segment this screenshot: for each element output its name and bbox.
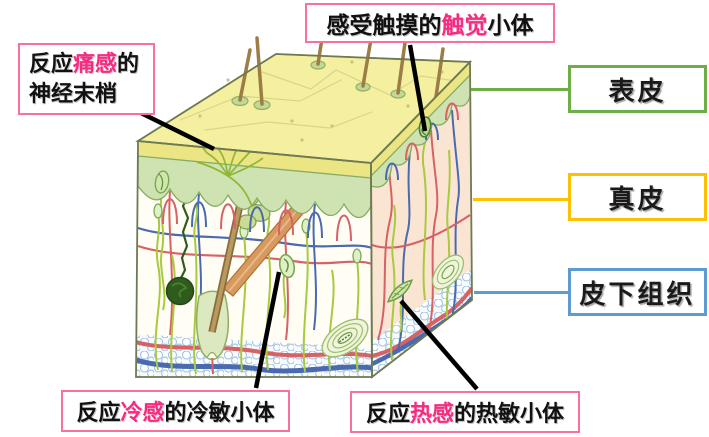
leader-line-cold <box>253 271 282 389</box>
layer-subcutaneous-label: 皮下组织 <box>579 279 696 309</box>
cold-receptor <box>278 253 296 279</box>
callout-touch-receptor: 感受触摸的触觉小体 <box>305 3 555 43</box>
connector-dermis <box>473 198 568 201</box>
callout-pain-nerve: 反应痛感的 神经末梢 <box>18 43 155 115</box>
vessels-right <box>371 109 472 367</box>
epidermis-lower-front <box>137 155 372 219</box>
layer-box-epidermis: 表皮 <box>568 65 707 113</box>
pacinian-corpuscle <box>321 318 369 358</box>
leaf-receptor-left <box>154 170 170 194</box>
skin-pores <box>198 60 444 142</box>
callout-cold-receptor: 反应冷感的冷敏小体 <box>61 390 290 432</box>
layer-box-subcutaneous: 皮下组织 <box>568 268 707 316</box>
layer-dermis-label: 真皮 <box>608 184 667 214</box>
leader-lines <box>138 44 479 391</box>
leader-line-heat <box>399 299 479 391</box>
epidermis-band-right <box>371 62 470 176</box>
block-edges <box>135 53 473 379</box>
pain-nerve-endings <box>196 142 264 208</box>
connector-epidermis <box>471 88 568 91</box>
leader-line-touch <box>407 44 428 132</box>
layer-epidermis-label: 表皮 <box>608 76 667 106</box>
callout-pain-line2: 神经末梢 <box>29 81 118 106</box>
connector-subcutaneous <box>474 291 568 294</box>
capillary-loops-front <box>162 198 352 242</box>
callout-pain-line1: 反应痛感的 <box>29 51 140 76</box>
callout-heat-text: 反应热感的热敏小体 <box>365 401 565 426</box>
callout-heat-receptor: 反应热感的热敏小体 <box>350 391 580 433</box>
layer-box-dermis: 真皮 <box>568 173 707 221</box>
pacinian-corpuscle-right <box>431 254 465 290</box>
epidermis-band-front <box>138 141 371 178</box>
callout-touch-text: 感受触摸的触觉小体 <box>326 12 534 38</box>
callout-cold-text: 反应冷感的冷敏小体 <box>76 400 275 425</box>
leader-line-pain <box>138 109 215 152</box>
heat-receptor <box>386 279 414 303</box>
